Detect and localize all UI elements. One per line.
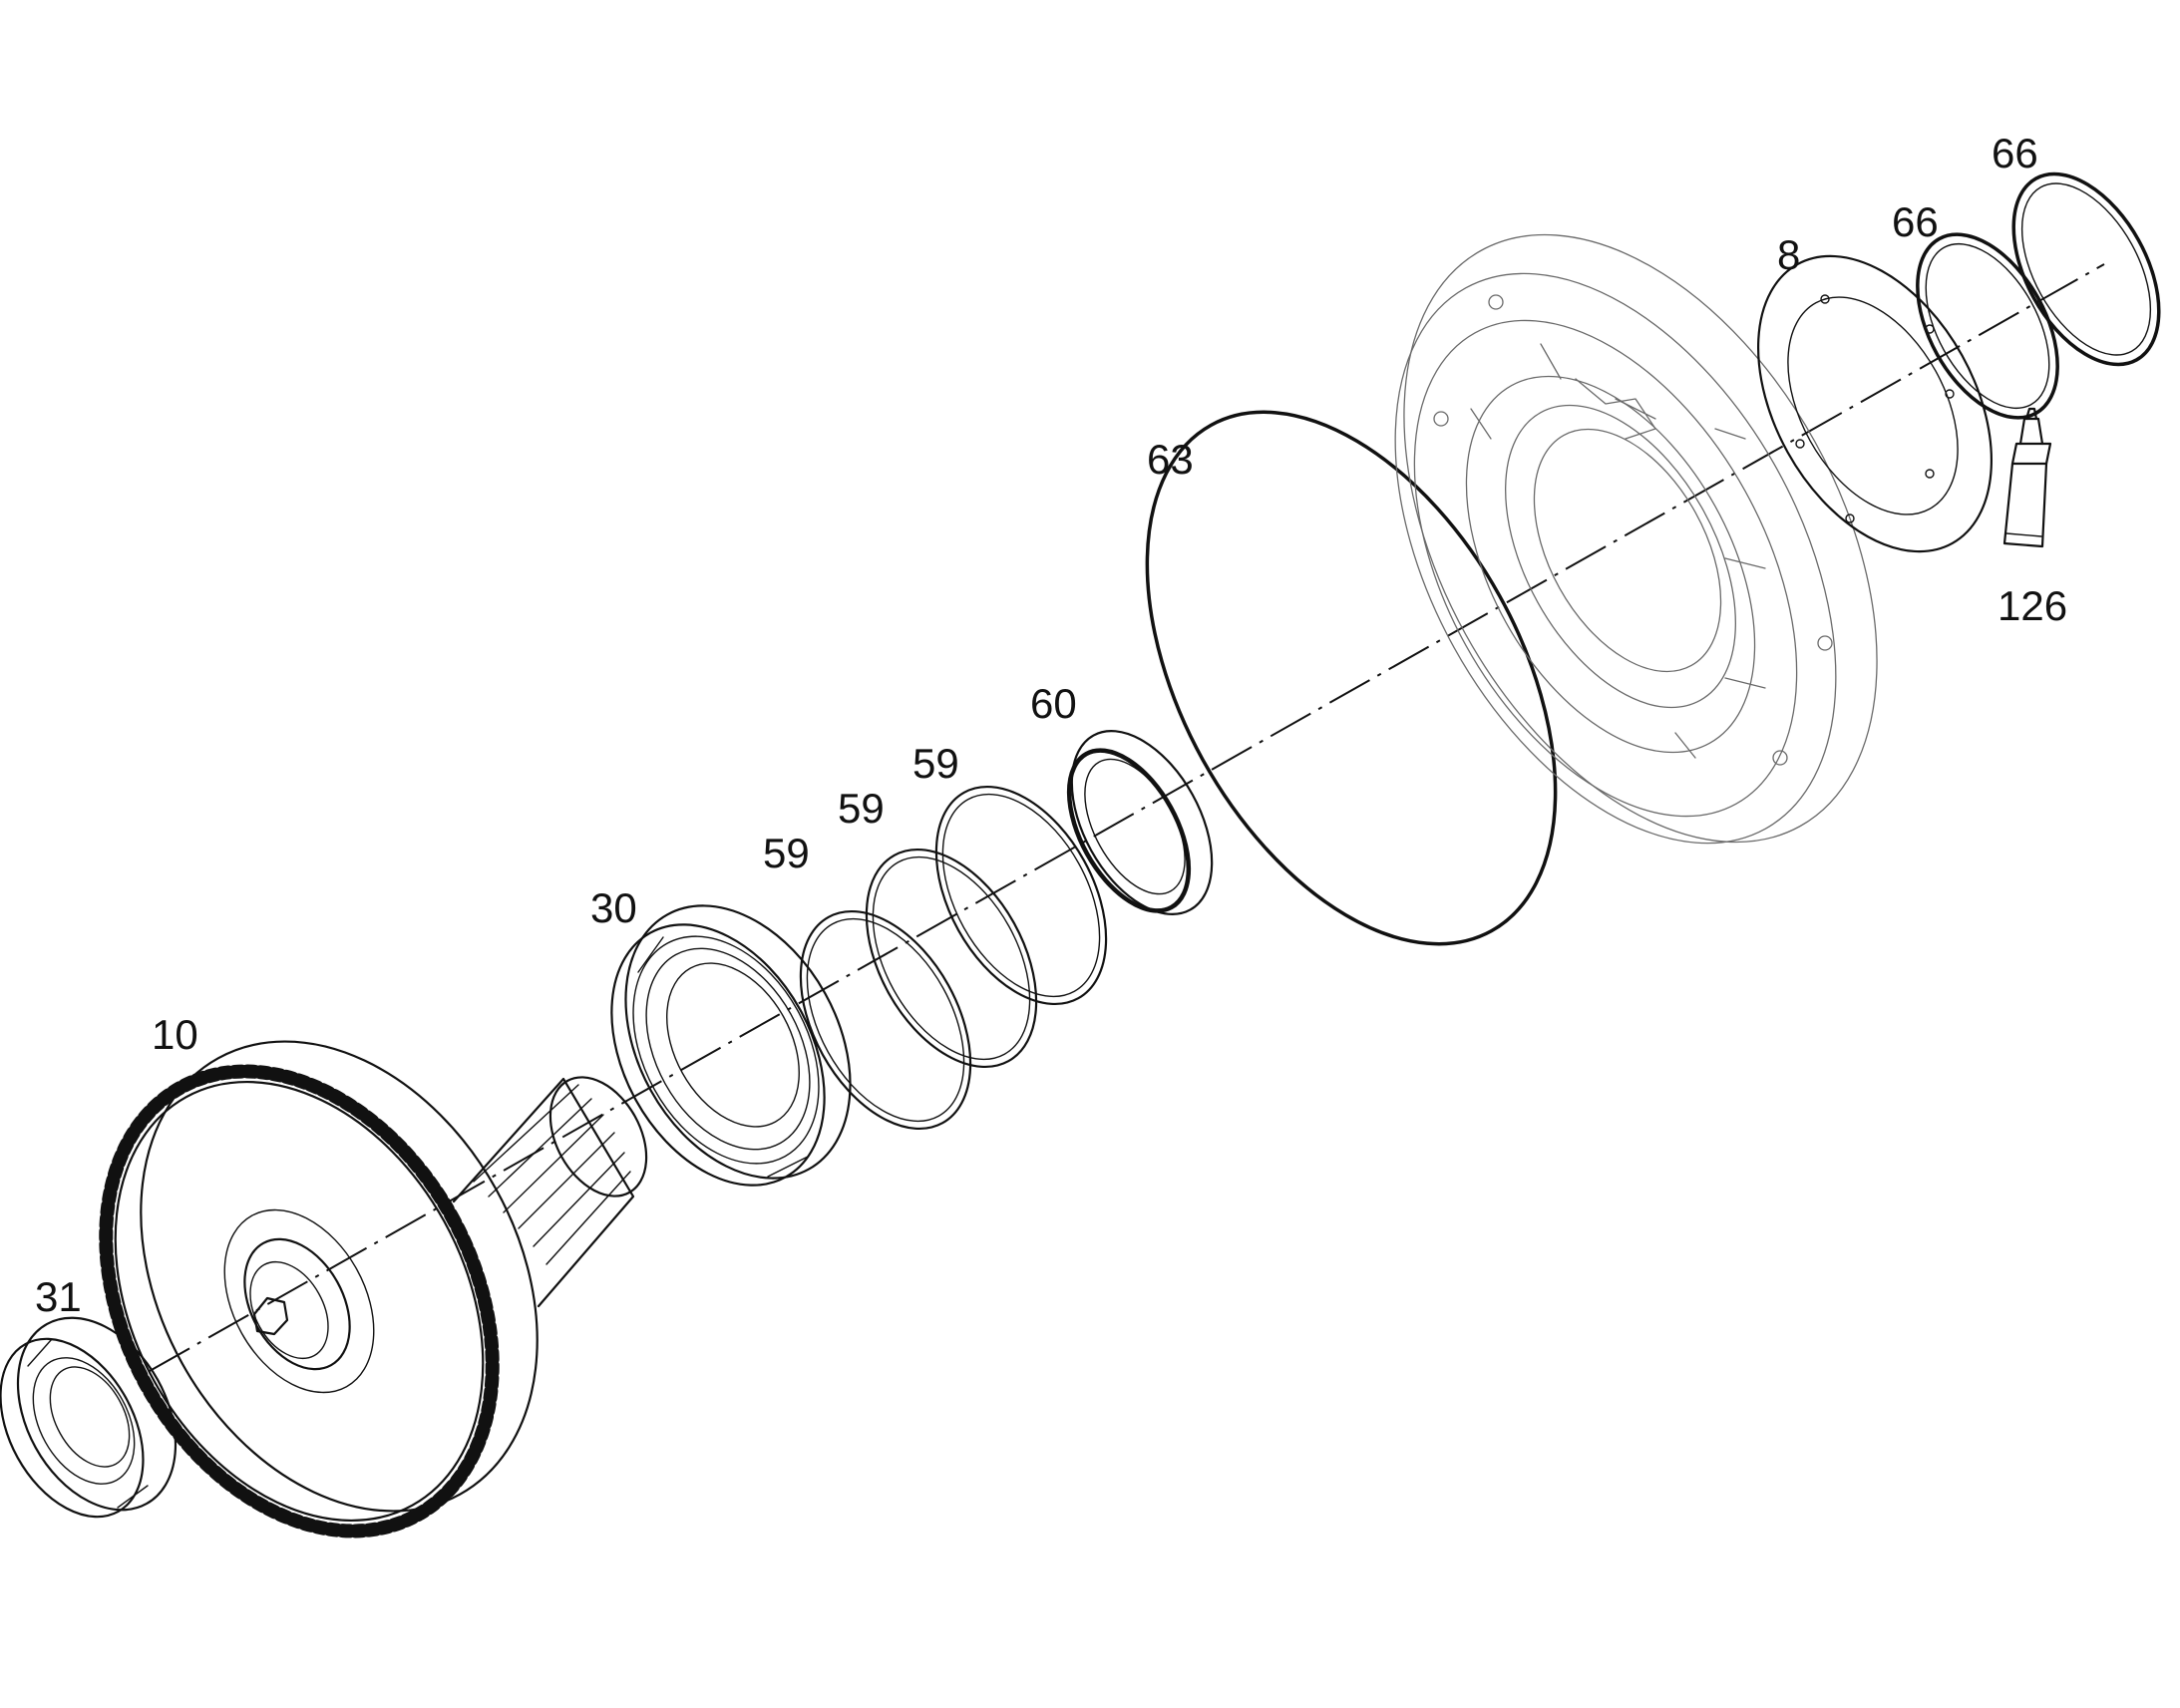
part-10-gear-shaft [99,1040,648,1538]
callout-66-b: 66 [1992,130,2038,176]
callout-66-a: 66 [1892,198,1939,245]
housing-cover [1394,233,1878,845]
part-8-gasket [1756,254,1994,553]
part-31-bearing [0,1316,178,1519]
part-59-ring-c [934,785,1108,1006]
part-126-sealant-tube [2002,407,2052,548]
part-59-ring-a [799,909,972,1131]
callout-31: 31 [35,1273,82,1320]
callout-126: 126 [1998,582,2067,629]
callout-59-c: 59 [912,740,959,787]
callout-59-b: 59 [838,785,885,832]
callout-59-a: 59 [763,830,810,876]
part-60-seal [1066,730,1214,915]
callout-10: 10 [152,1011,198,1058]
part-66-ring-a [1916,232,2059,420]
part-63-o-ring [1145,410,1558,946]
part-30-bearing [610,904,852,1187]
callout-30: 30 [590,884,637,931]
callout-60: 60 [1030,680,1077,727]
part-66-ring-b [2011,171,2161,367]
center-axis [149,263,2105,1372]
part-59-ring-b [865,848,1038,1069]
callout-63: 63 [1147,436,1194,483]
callout-8: 8 [1777,231,1800,278]
